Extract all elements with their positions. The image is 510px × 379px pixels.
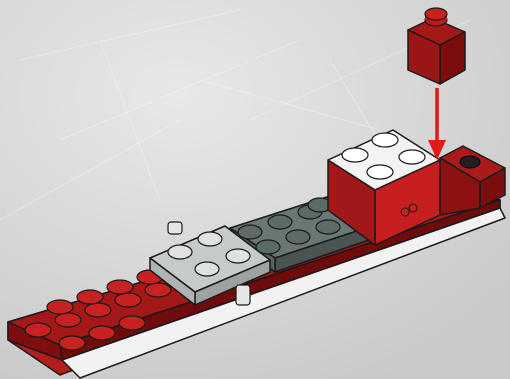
new-red-brick (408, 18, 465, 84)
new-red-brick-stud-top (425, 8, 447, 20)
red-end-brick-stud (460, 156, 480, 168)
